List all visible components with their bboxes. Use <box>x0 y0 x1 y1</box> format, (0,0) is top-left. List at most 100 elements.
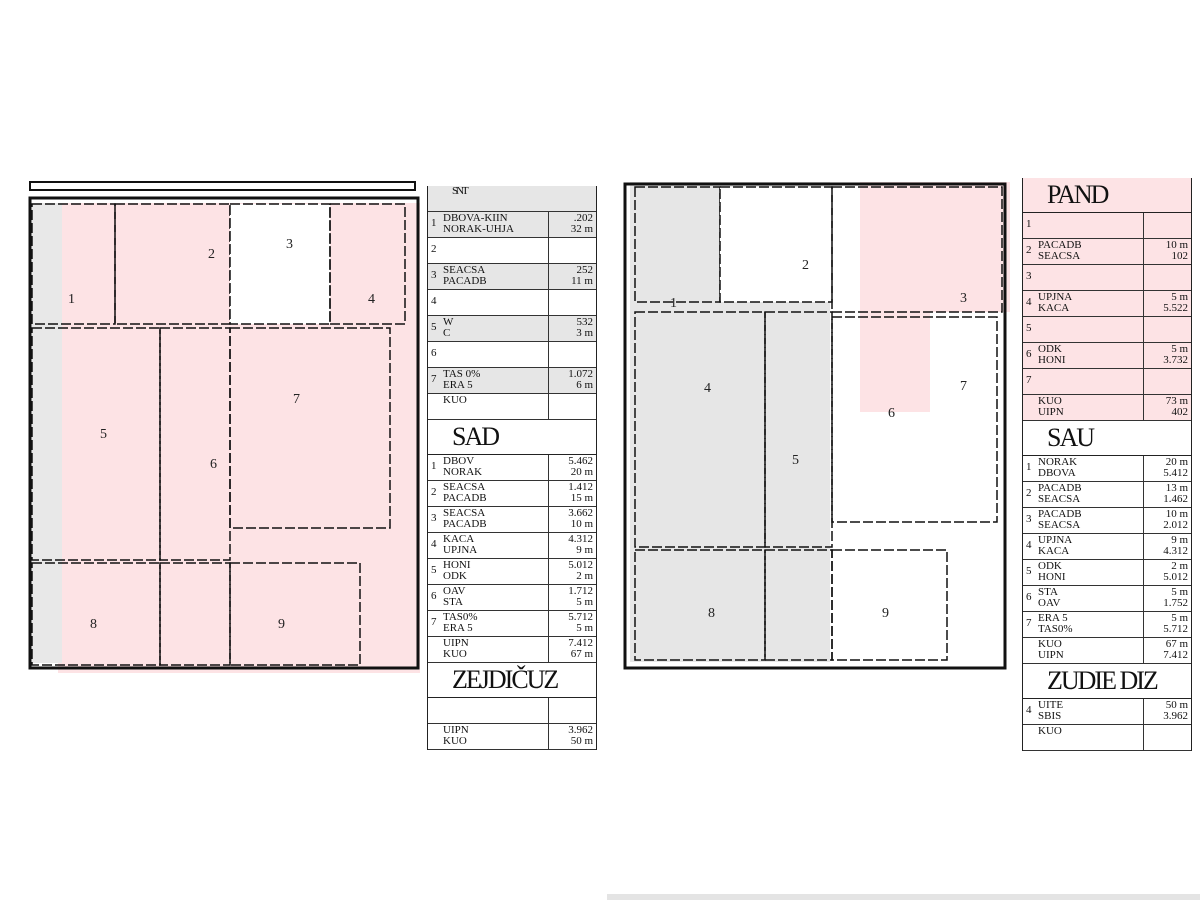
room-area-line: 67 m <box>570 648 593 660</box>
room-name-line: PACADB <box>1038 482 1082 494</box>
pink-tint-area <box>860 182 1010 312</box>
row-number: 1 <box>1026 461 1032 473</box>
room-label: 5 <box>792 453 799 468</box>
left-floor-plan: 1 2 3 4 5 6 7 8 9 <box>28 181 420 673</box>
room-label: 9 <box>278 617 285 632</box>
room-name-line: UIPN <box>1038 649 1064 661</box>
table-row: 2 <box>428 238 596 264</box>
room-label: 8 <box>90 617 97 632</box>
room-area-line: 9 m <box>1171 534 1188 546</box>
room-name-line: KACA <box>1038 545 1070 557</box>
section-title: SAD <box>428 420 596 455</box>
row-number: 4 <box>431 538 437 550</box>
room-name-line: ERA 5 <box>443 379 473 391</box>
gray-tint-area <box>32 203 62 663</box>
row-number: 4 <box>1026 539 1032 551</box>
room-name <box>443 238 549 263</box>
row-number: 4 <box>1026 704 1032 716</box>
section-title: ZUDIE DIZ <box>1023 664 1191 699</box>
row-number: 3 <box>431 269 437 281</box>
room-name-line: UPJNA <box>1038 291 1073 303</box>
room-name-line: ODK <box>1038 560 1062 572</box>
table-row: KUO <box>428 394 596 420</box>
room-area-line: 5.462 <box>568 455 593 467</box>
room-name-line: UPJNA <box>443 544 478 556</box>
room-name-line: TAS 0% <box>443 368 481 380</box>
room-name-line: DBOV <box>443 455 475 467</box>
row-number <box>1023 395 1038 420</box>
room-name-line: STA <box>443 596 463 608</box>
room-area-line: 5 m <box>576 622 593 634</box>
room-name: KUO <box>443 394 549 419</box>
row-number <box>428 394 443 419</box>
row-number: 1 <box>431 217 437 229</box>
table-row <box>428 698 596 724</box>
room-10 <box>229 562 361 666</box>
row-number: 2 <box>1026 244 1032 256</box>
room-area <box>1144 265 1191 290</box>
room-name-line: KUO <box>1038 638 1062 650</box>
row-number <box>428 724 443 749</box>
table-row: 1 <box>1023 213 1191 239</box>
room-name <box>1038 213 1144 238</box>
room-walls <box>634 186 1003 661</box>
room-name: TAS0%ERA 5 <box>443 611 549 636</box>
room-area-line: 5.012 <box>568 559 593 571</box>
row-number: 7 <box>1026 617 1032 629</box>
room-name-line: HONI <box>1038 571 1066 583</box>
room-name-line: SEACSA <box>443 264 486 276</box>
room-name: TAS 0%ERA 5 <box>443 368 549 393</box>
room-area <box>1144 213 1191 238</box>
room-name-line: OAV <box>1038 597 1061 609</box>
room-name-line: HONI <box>1038 354 1066 366</box>
room-walls <box>31 203 406 666</box>
room-name <box>443 290 549 315</box>
row-number: 2 <box>431 486 437 498</box>
room-name-line: DBOVA <box>1038 467 1076 479</box>
room-name-line: PACADB <box>1038 508 1082 520</box>
room-area-line: 7.412 <box>1163 649 1188 661</box>
room-area-line: 67 m <box>1165 638 1188 650</box>
room-area-line: 1.712 <box>568 585 593 597</box>
row-number: 6 <box>431 347 437 359</box>
room-area-line: 3.962 <box>1163 710 1188 722</box>
room-area-line: 5 m <box>1171 586 1188 598</box>
room-3 <box>831 186 1003 313</box>
row-number: 2 <box>431 243 437 255</box>
room-name-line: KUO <box>1038 395 1062 407</box>
room-name-line: PACADB <box>443 518 487 530</box>
room-label: 4 <box>368 292 375 307</box>
room-area-line: 1.752 <box>1163 597 1188 609</box>
section-title: SNT <box>428 186 596 212</box>
outer-wall <box>623 182 1007 670</box>
row-number: 4 <box>1026 296 1032 308</box>
